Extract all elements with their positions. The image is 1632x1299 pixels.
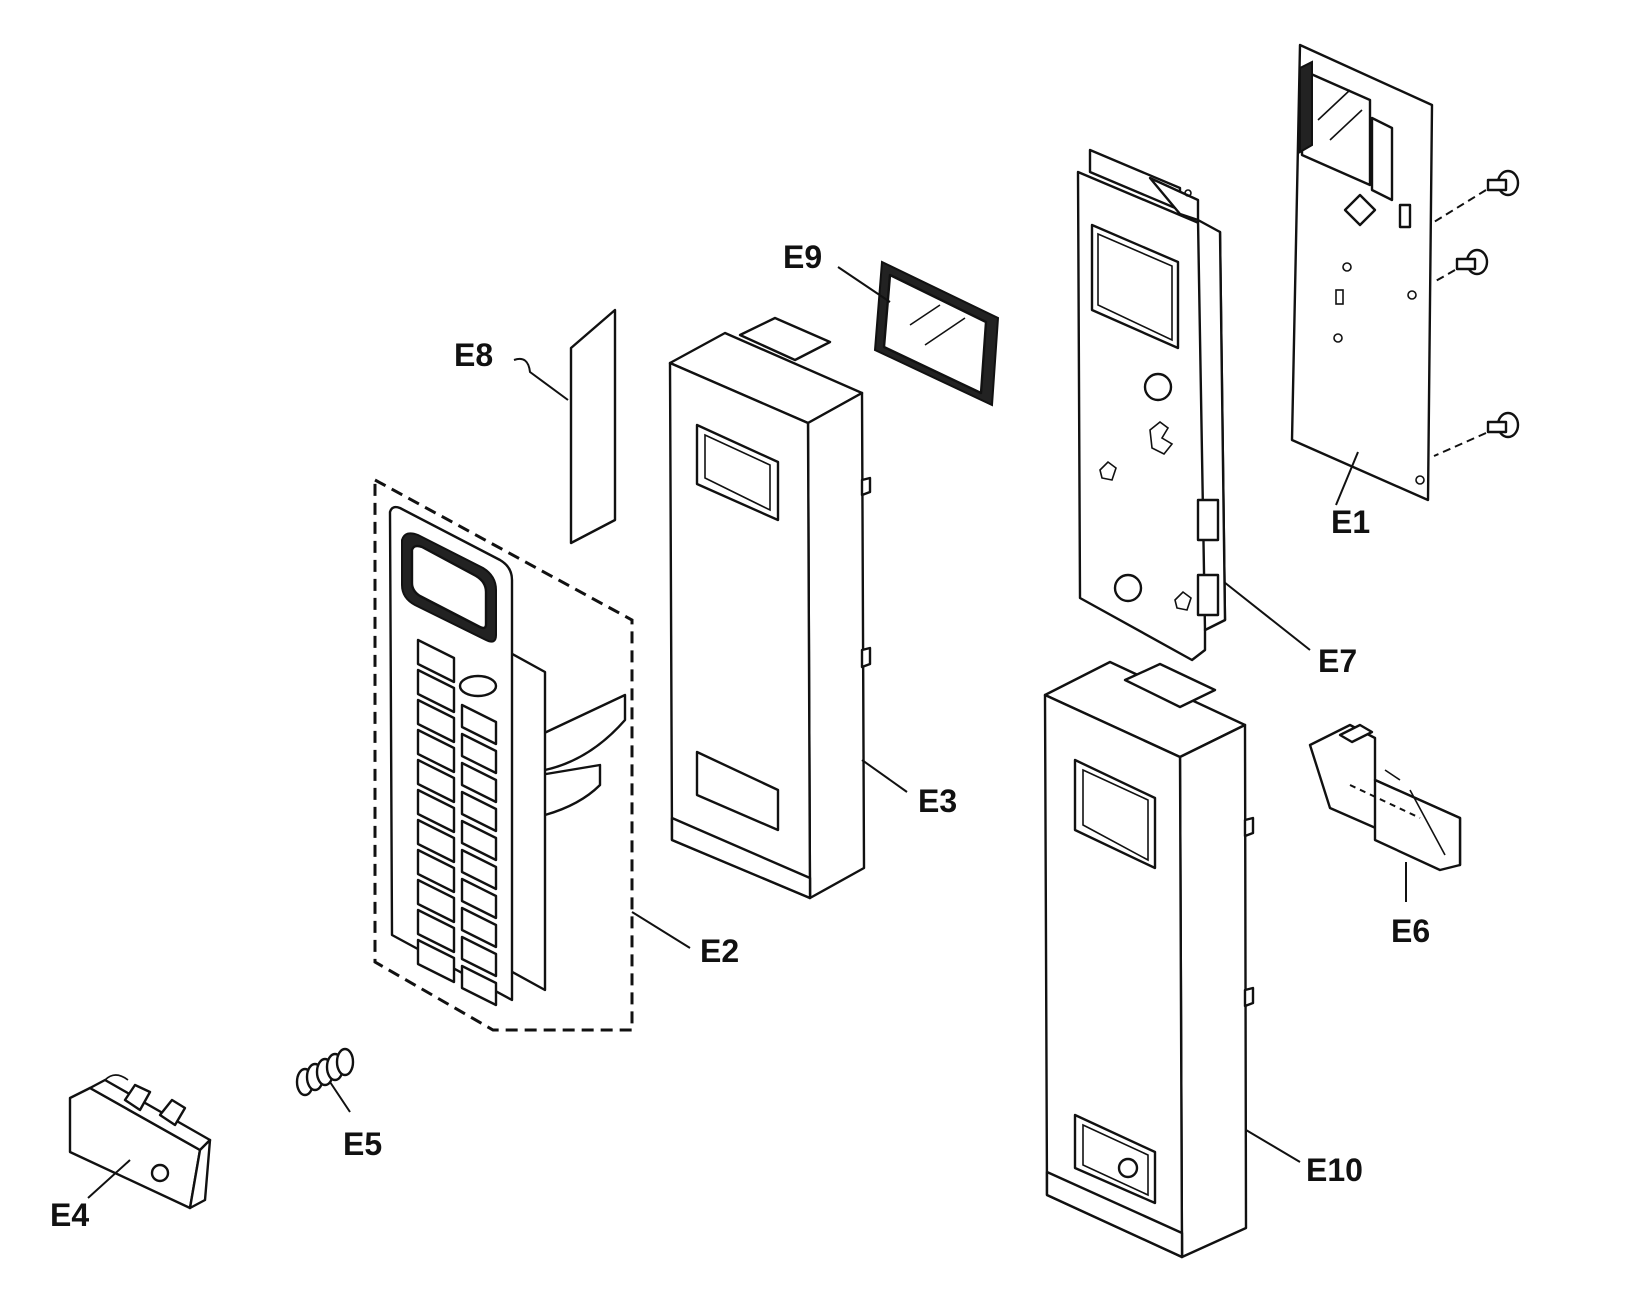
label-e6: E6 [1391, 913, 1430, 949]
label-e7: E7 [1318, 643, 1357, 679]
keypad-key [460, 819, 498, 862]
keypad-key [416, 668, 456, 714]
leader-e2 [631, 911, 691, 949]
keypad-key [416, 788, 456, 834]
part-e3-front-housing [668, 316, 872, 900]
leader-e5 [329, 1081, 351, 1113]
label-e3: E3 [918, 783, 957, 819]
part-e2-keypad [373, 477, 634, 1032]
label-e5: E5 [343, 1126, 382, 1162]
keypad-key [416, 908, 456, 954]
screw-middle [1433, 248, 1489, 283]
label-e10: E10 [1306, 1152, 1363, 1188]
keypad-key [416, 938, 456, 984]
screw-top [1433, 169, 1520, 223]
label-e4: E4 [50, 1197, 89, 1233]
keypad-key [416, 848, 456, 894]
part-e5-spring [295, 1047, 355, 1097]
leader-e3 [861, 759, 908, 793]
part-e8-film [569, 308, 617, 545]
part-e9-display-window [873, 260, 1000, 407]
keypad-key [416, 638, 456, 684]
label-e9: E9 [783, 239, 822, 275]
leader-e8 [513, 357, 569, 401]
leader-e7 [1223, 581, 1311, 651]
label-e8: E8 [454, 337, 493, 373]
screw-bottom [1433, 411, 1520, 457]
keypad-key [460, 761, 498, 804]
keypad-key [416, 758, 456, 804]
keypad-key [416, 878, 456, 924]
keypad-key [460, 877, 498, 920]
part-e7-chassis [1076, 148, 1227, 662]
keypad-key [416, 698, 456, 744]
keypad-key [416, 728, 456, 774]
label-e1: E1 [1331, 504, 1370, 540]
leader-lines [87, 266, 1407, 1199]
leader-e4 [87, 1159, 131, 1199]
label-e2: E2 [700, 933, 739, 969]
keypad-key [460, 703, 498, 746]
keypad-key [460, 964, 498, 1007]
part-labels: E9 E8 E1 E7 E3 E6 E2 E5 E10 E4 [50, 239, 1430, 1233]
keypad-key [460, 790, 498, 833]
keypad-key [460, 906, 498, 949]
part-e1-circuit-board [1290, 43, 1520, 502]
part-e10-rear-housing [1043, 660, 1255, 1259]
leader-e9 [837, 266, 891, 303]
keypad-key [460, 732, 498, 775]
part-e6-switch-bracket [1308, 723, 1462, 872]
keypad-key [460, 935, 498, 978]
keypad-key [460, 848, 498, 891]
part-e4-release-lever [68, 1074, 212, 1210]
leader-e10 [1245, 1129, 1301, 1163]
keypad-key [416, 818, 456, 864]
leader-e1 [1335, 451, 1359, 506]
